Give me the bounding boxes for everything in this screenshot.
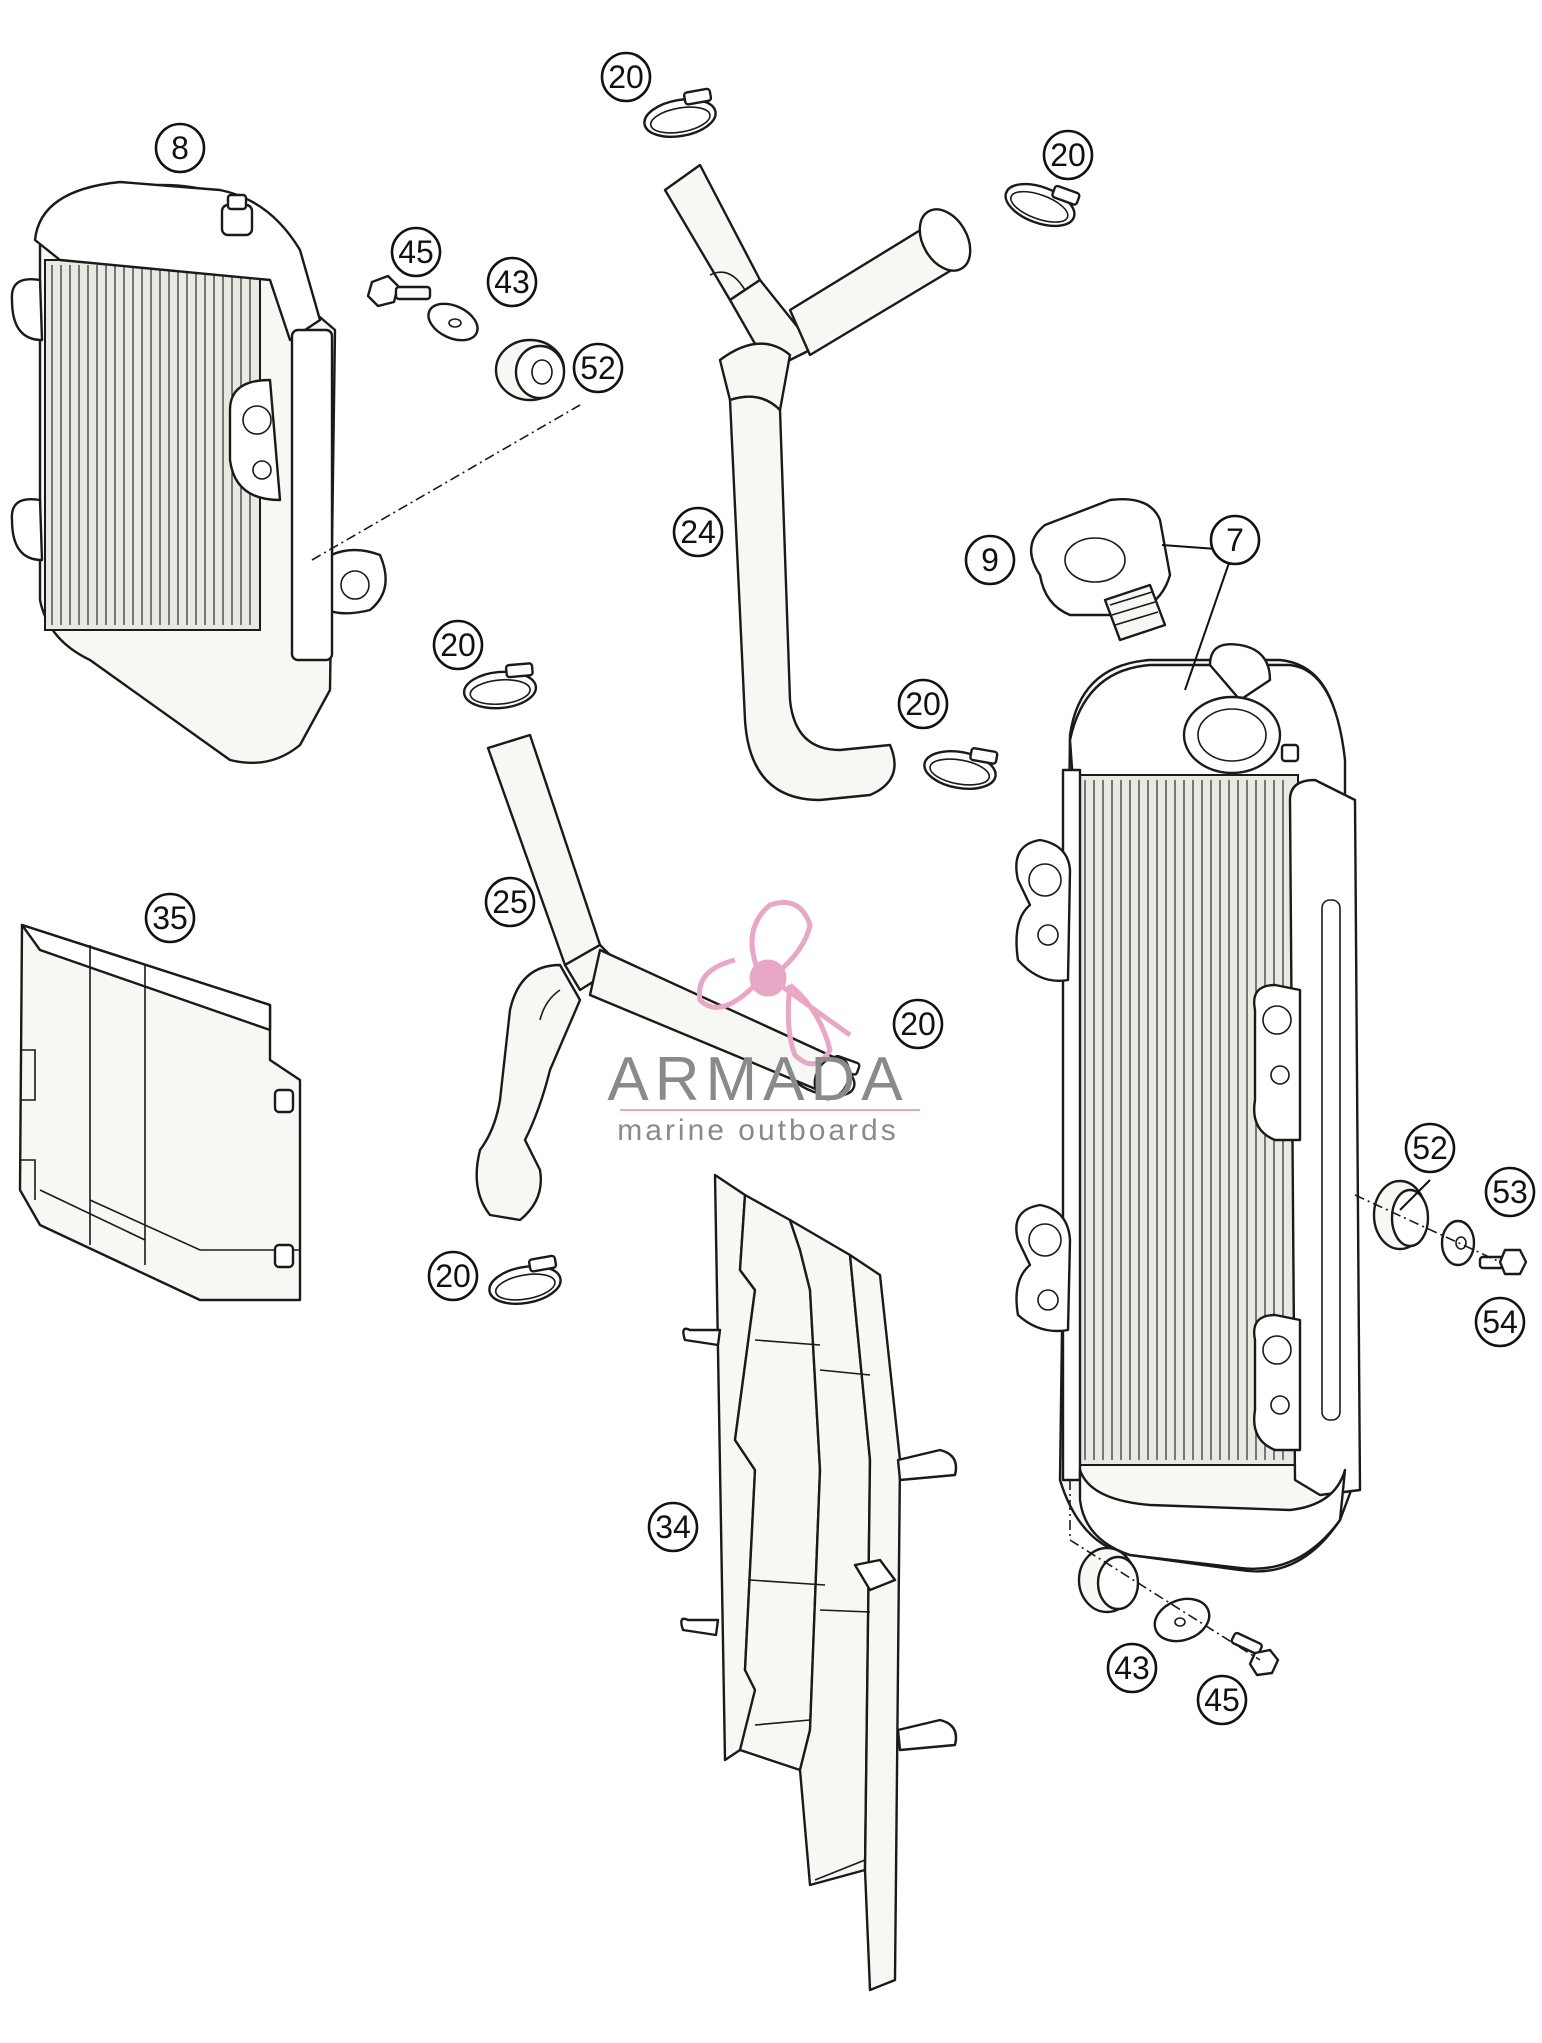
callout-20-bottom-left: 20 (427, 1250, 479, 1302)
svg-text:25: 25 (492, 884, 528, 920)
callout-20-left-mid: 20 (432, 619, 484, 671)
svg-text:20: 20 (435, 1258, 471, 1294)
lower-bolt-45 (1230, 1631, 1280, 1677)
armada-watermark: ARMADA marine outboards (607, 900, 920, 1147)
svg-text:45: 45 (1204, 1682, 1240, 1718)
svg-text:45: 45 (398, 234, 434, 270)
left-mount-line (311, 404, 581, 561)
hose-clamp (488, 1254, 562, 1305)
callout-35: 35 (144, 892, 196, 944)
callout-45-lower: 45 (1196, 1674, 1248, 1726)
svg-text:7: 7 (1226, 522, 1244, 558)
hose-clamp (643, 87, 717, 138)
radiator-cap-9 (1030, 498, 1172, 642)
part-callouts: 8 20 20 45 43 52 24 9 7 20 20 35 25 20 2… (144, 51, 1536, 1726)
right-bolt-54 (1478, 1248, 1528, 1276)
right-washer-53 (1440, 1219, 1476, 1267)
svg-text:20: 20 (440, 627, 476, 663)
svg-text:9: 9 (981, 542, 999, 578)
callout-25: 25 (484, 876, 536, 928)
callout-34: 34 (647, 1501, 699, 1553)
callout-20-hose-end: 20 (897, 678, 949, 730)
callout-24: 24 (672, 506, 724, 558)
callout-43-upper: 43 (486, 256, 538, 308)
left-bolt-45 (366, 274, 432, 308)
callout-8: 8 (154, 122, 206, 174)
svg-text:20: 20 (905, 686, 941, 722)
svg-text:53: 53 (1492, 1174, 1528, 1210)
svg-text:52: 52 (580, 350, 616, 386)
hose-clamp (923, 747, 999, 790)
left-radiator (10, 180, 387, 764)
right-side-mount-line (1354, 1194, 1501, 1263)
lower-washer-43 (1153, 1597, 1211, 1643)
svg-text:43: 43 (1114, 1650, 1150, 1686)
svg-text:34: 34 (655, 1509, 691, 1545)
radiator-shroud-35 (18, 923, 302, 1302)
svg-text:marine outboards: marine outboards (617, 1114, 898, 1147)
callout-53: 53 (1484, 1166, 1536, 1218)
svg-text:43: 43 (494, 264, 530, 300)
right-radiator (1015, 643, 1362, 1573)
svg-text:20: 20 (608, 59, 644, 95)
svg-text:54: 54 (1482, 1304, 1518, 1340)
propeller-logo-icon (696, 900, 852, 1067)
svg-text:52: 52 (1412, 1130, 1448, 1166)
callout-52-lower: 52 (1404, 1122, 1456, 1174)
svg-text:8: 8 (171, 130, 189, 166)
upper-hose-24 (663, 163, 972, 802)
left-washer-43 (427, 302, 479, 342)
callout-54: 54 (1474, 1296, 1526, 1348)
lower-mount-line (1069, 1480, 1261, 1661)
callout-20-upper-right: 20 (1042, 129, 1094, 181)
callout-20-top: 20 (600, 51, 652, 103)
svg-text:20: 20 (1050, 137, 1086, 173)
callout-7: 7 (1209, 514, 1261, 566)
radiator-guard-34 (680, 1173, 958, 1992)
callout-43-lower: 43 (1106, 1642, 1158, 1694)
callout-45-upper: 45 (390, 226, 442, 278)
svg-text:20: 20 (900, 1006, 936, 1042)
hose-clamp (1004, 182, 1081, 228)
callout-52-upper: 52 (572, 342, 624, 394)
lower-hose-25 (475, 733, 851, 1222)
svg-text:ARMADA: ARMADA (607, 1045, 908, 1114)
lower-grommet (1077, 1546, 1140, 1614)
hose-clamp (462, 662, 538, 710)
callout-9: 9 (964, 534, 1016, 586)
left-grommet-52 (494, 338, 566, 402)
left-radiator-core (44, 259, 261, 631)
svg-text:35: 35 (152, 900, 188, 936)
svg-text:24: 24 (680, 514, 716, 550)
callout-20-lower-right: 20 (892, 998, 944, 1050)
